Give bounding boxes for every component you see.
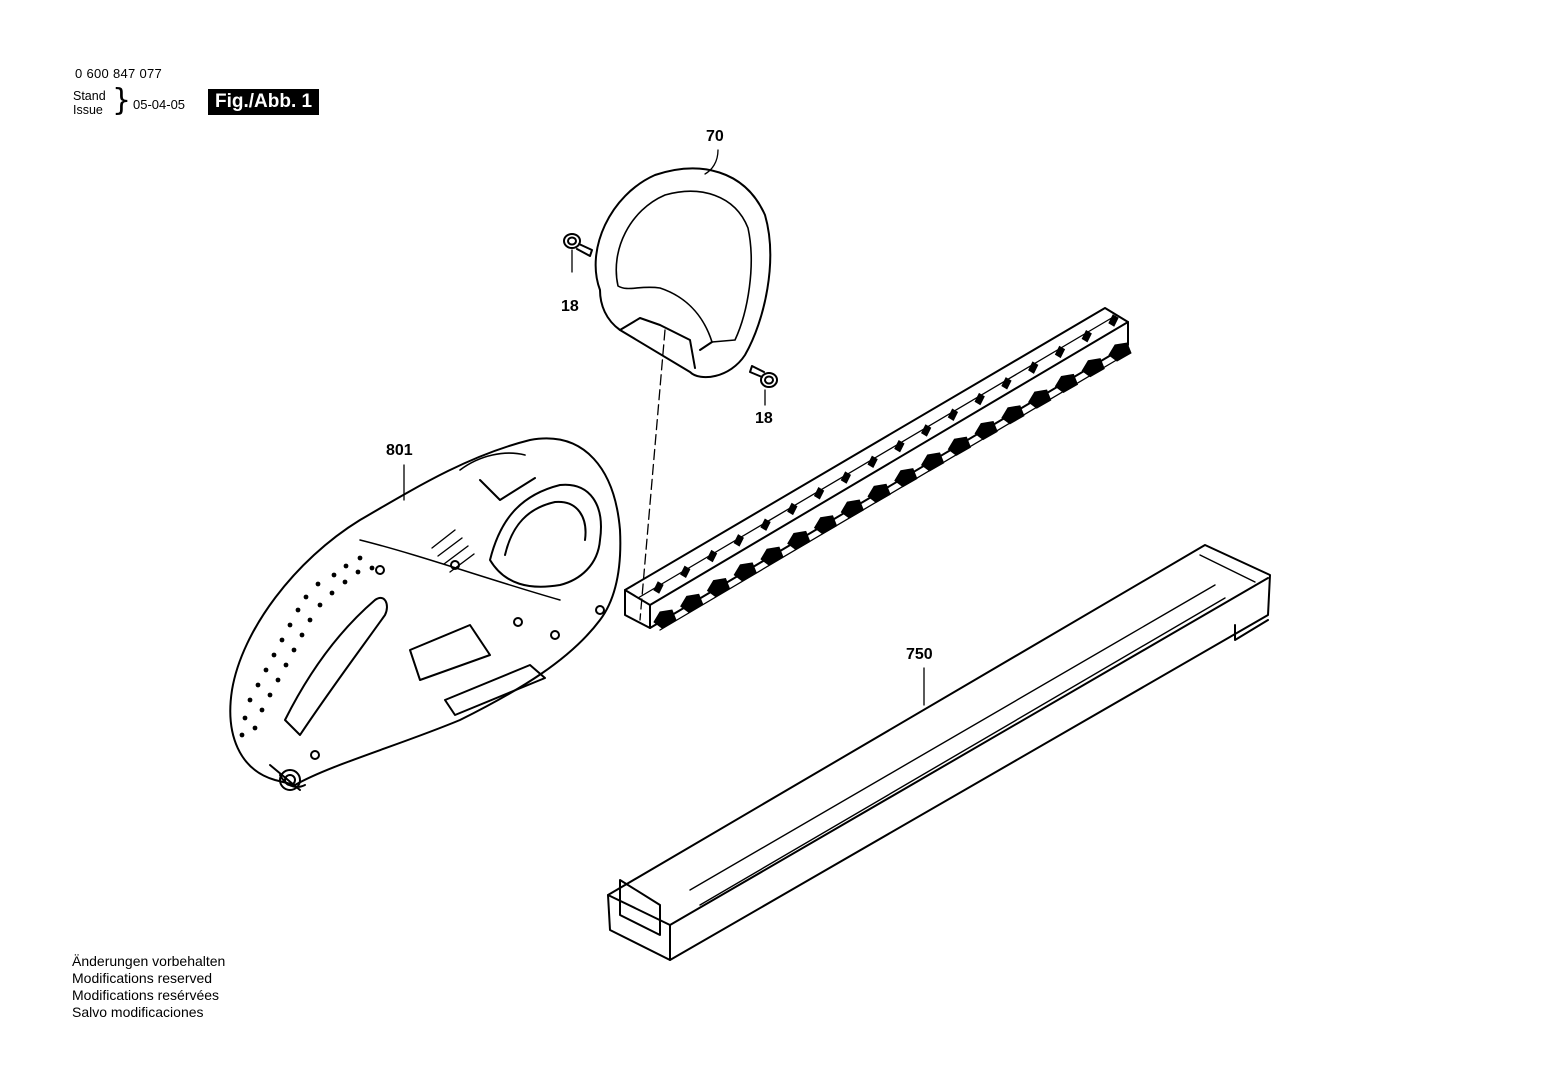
blade-tooth-upper <box>1081 329 1092 343</box>
blade-tooth-upper <box>813 487 825 500</box>
blade-tooth-lower <box>947 436 972 456</box>
blade-tooth-upper <box>894 439 905 453</box>
stand-label: Stand <box>73 89 106 103</box>
screw-right-part <box>749 365 778 388</box>
blade-tooth-lower <box>840 499 864 519</box>
part-number: 0 600 847 077 <box>75 66 163 81</box>
blade-tooth-upper <box>1028 361 1039 374</box>
callout-blade-guard: 70 <box>706 128 724 145</box>
blade-tooth-upper <box>947 408 959 421</box>
blade-tooth-lower <box>1001 405 1025 425</box>
screw-left-part <box>563 233 593 257</box>
callout-housing: 801 <box>386 442 413 459</box>
blade-tooth-upper <box>1108 314 1119 327</box>
blade-tooth-lower <box>1028 389 1052 409</box>
callout-screw-left: 18 <box>561 298 579 315</box>
issue-date: 05-04-05 <box>133 97 186 112</box>
blade-tooth-upper <box>840 471 852 484</box>
blade-tooth-upper <box>733 534 744 547</box>
footer-notes: Änderungen vorbehalten Modifications res… <box>72 953 225 1021</box>
blade-tooth-lower <box>894 468 918 488</box>
assembly-line <box>639 329 666 621</box>
blade-tooth-lower <box>653 609 677 629</box>
housing-part <box>229 437 622 791</box>
blade-sheath-part <box>607 544 1271 961</box>
blade-tooth-lower <box>974 420 998 441</box>
blade-tooth-lower <box>787 530 811 551</box>
blade-tooth-lower <box>920 452 945 472</box>
blade-tooth-lower <box>1108 342 1132 362</box>
issue-label: Issue <box>73 103 103 117</box>
footer-line: Modifications resérvées <box>72 987 220 1003</box>
blade-tooth-upper <box>867 455 878 469</box>
blade-tooth-upper <box>1001 377 1012 390</box>
brace-glyph: } <box>112 83 132 118</box>
footer-line: Salvo modificaciones <box>72 1004 204 1020</box>
blade-bar-part <box>624 307 1129 631</box>
blade-tooth-lower <box>733 562 757 582</box>
blade-tooth-upper <box>1054 345 1066 359</box>
footer-line: Änderungen vorbehalten <box>72 953 226 969</box>
blade-tooth-lower <box>680 593 704 613</box>
blade-tooth-lower <box>760 546 784 566</box>
blade-tooth-lower <box>867 483 891 503</box>
blade-tooth-upper <box>920 424 932 437</box>
blade-tooth-upper <box>680 565 691 579</box>
blade-tooth-lower <box>813 515 838 535</box>
blade-tooth-upper <box>760 518 771 531</box>
blade-tooth-lower <box>1054 373 1079 394</box>
blade-tooth-upper <box>787 502 798 516</box>
blade-tooth-upper <box>974 392 985 406</box>
blade-tooth-upper <box>653 581 664 594</box>
figure-badge: Fig./Abb. 1 <box>208 89 320 115</box>
blade-tooth-lower <box>706 578 731 598</box>
blade-tooth-lower <box>1081 358 1105 378</box>
blade-tooth-upper <box>706 549 718 563</box>
blade-teeth <box>653 314 1132 629</box>
callout-blade-sheath: 750 <box>906 646 933 663</box>
footer-line: Modifications reserved <box>72 970 213 986</box>
callout-screw-right: 18 <box>755 410 773 427</box>
blade-guard-part <box>594 167 772 379</box>
stand-issue-label: Stand Issue <box>73 89 106 117</box>
